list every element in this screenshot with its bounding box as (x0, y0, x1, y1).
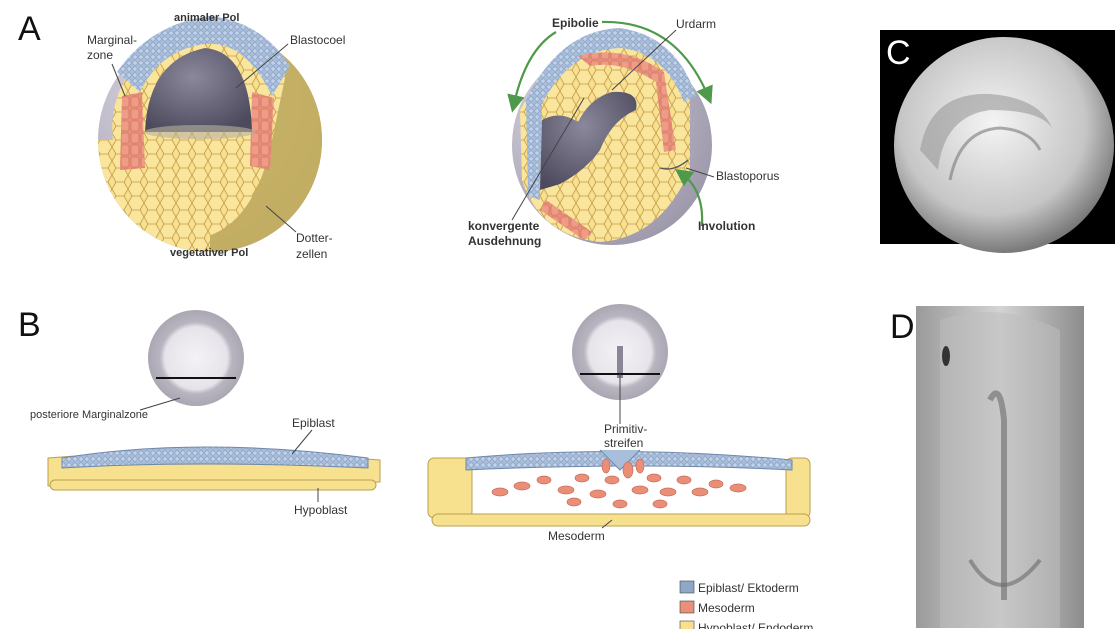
legend: Epiblast/ Ektoderm Mesoderm Hypoblast/ E… (680, 581, 813, 629)
label-epiblast: Epiblast (292, 416, 335, 430)
label-marginal-zone-2: zone (87, 48, 113, 62)
legend-label-mesoderm: Mesoderm (698, 601, 755, 615)
label-hypoblast: Hypoblast (294, 503, 348, 517)
panel-letter-b: B (18, 306, 41, 344)
blastodisc-left (148, 310, 244, 406)
legend-swatch-mesoderm (680, 601, 694, 613)
sem-image-c (880, 30, 1115, 253)
section-right (428, 450, 810, 540)
legend-swatch-ectoderm (680, 581, 694, 593)
panel-letter-d: D (890, 308, 915, 346)
label-animal-pole: animaler Pol (174, 12, 239, 24)
label-mesoderm: Mesoderm (548, 529, 605, 543)
label-archenteron: Urdarm (676, 17, 716, 31)
sem-image-d (916, 306, 1084, 628)
label-involution: Involution (698, 219, 755, 233)
legend-swatch-endoderm (680, 621, 694, 629)
label-blastopore: Blastoporus (716, 169, 779, 183)
label-epiboly: Epibolie (552, 16, 599, 30)
label-vegetal-pole: vegetativer Pol (170, 247, 248, 259)
legend-label-endoderm: Hypoblast/ Endoderm (698, 621, 813, 629)
label-primitive-streak-2: streifen (604, 436, 643, 450)
label-primitive-streak-1: Primitiv- (604, 422, 647, 436)
label-posterior-marginal-zone: posteriore Marginalzone (30, 409, 148, 421)
section-left (48, 447, 380, 490)
panel-letter-a: A (18, 10, 41, 48)
label-marginal-zone-1: Marginal- (87, 33, 137, 47)
marginal-zone-left (120, 92, 145, 170)
panel-letter-c: C (886, 34, 911, 72)
label-yolk-cells-1: Dotter- (296, 231, 333, 245)
label-convergent-1: konvergente (468, 219, 540, 233)
blastula-illustration (98, 16, 322, 252)
label-yolk-cells-2: zellen (296, 247, 327, 261)
label-blastocoel: Blastocoel (290, 33, 345, 47)
label-convergent-2: Ausdehnung (468, 234, 541, 248)
gastrula-illustration (512, 28, 712, 245)
legend-label-ectoderm: Epiblast/ Ektoderm (698, 581, 799, 595)
